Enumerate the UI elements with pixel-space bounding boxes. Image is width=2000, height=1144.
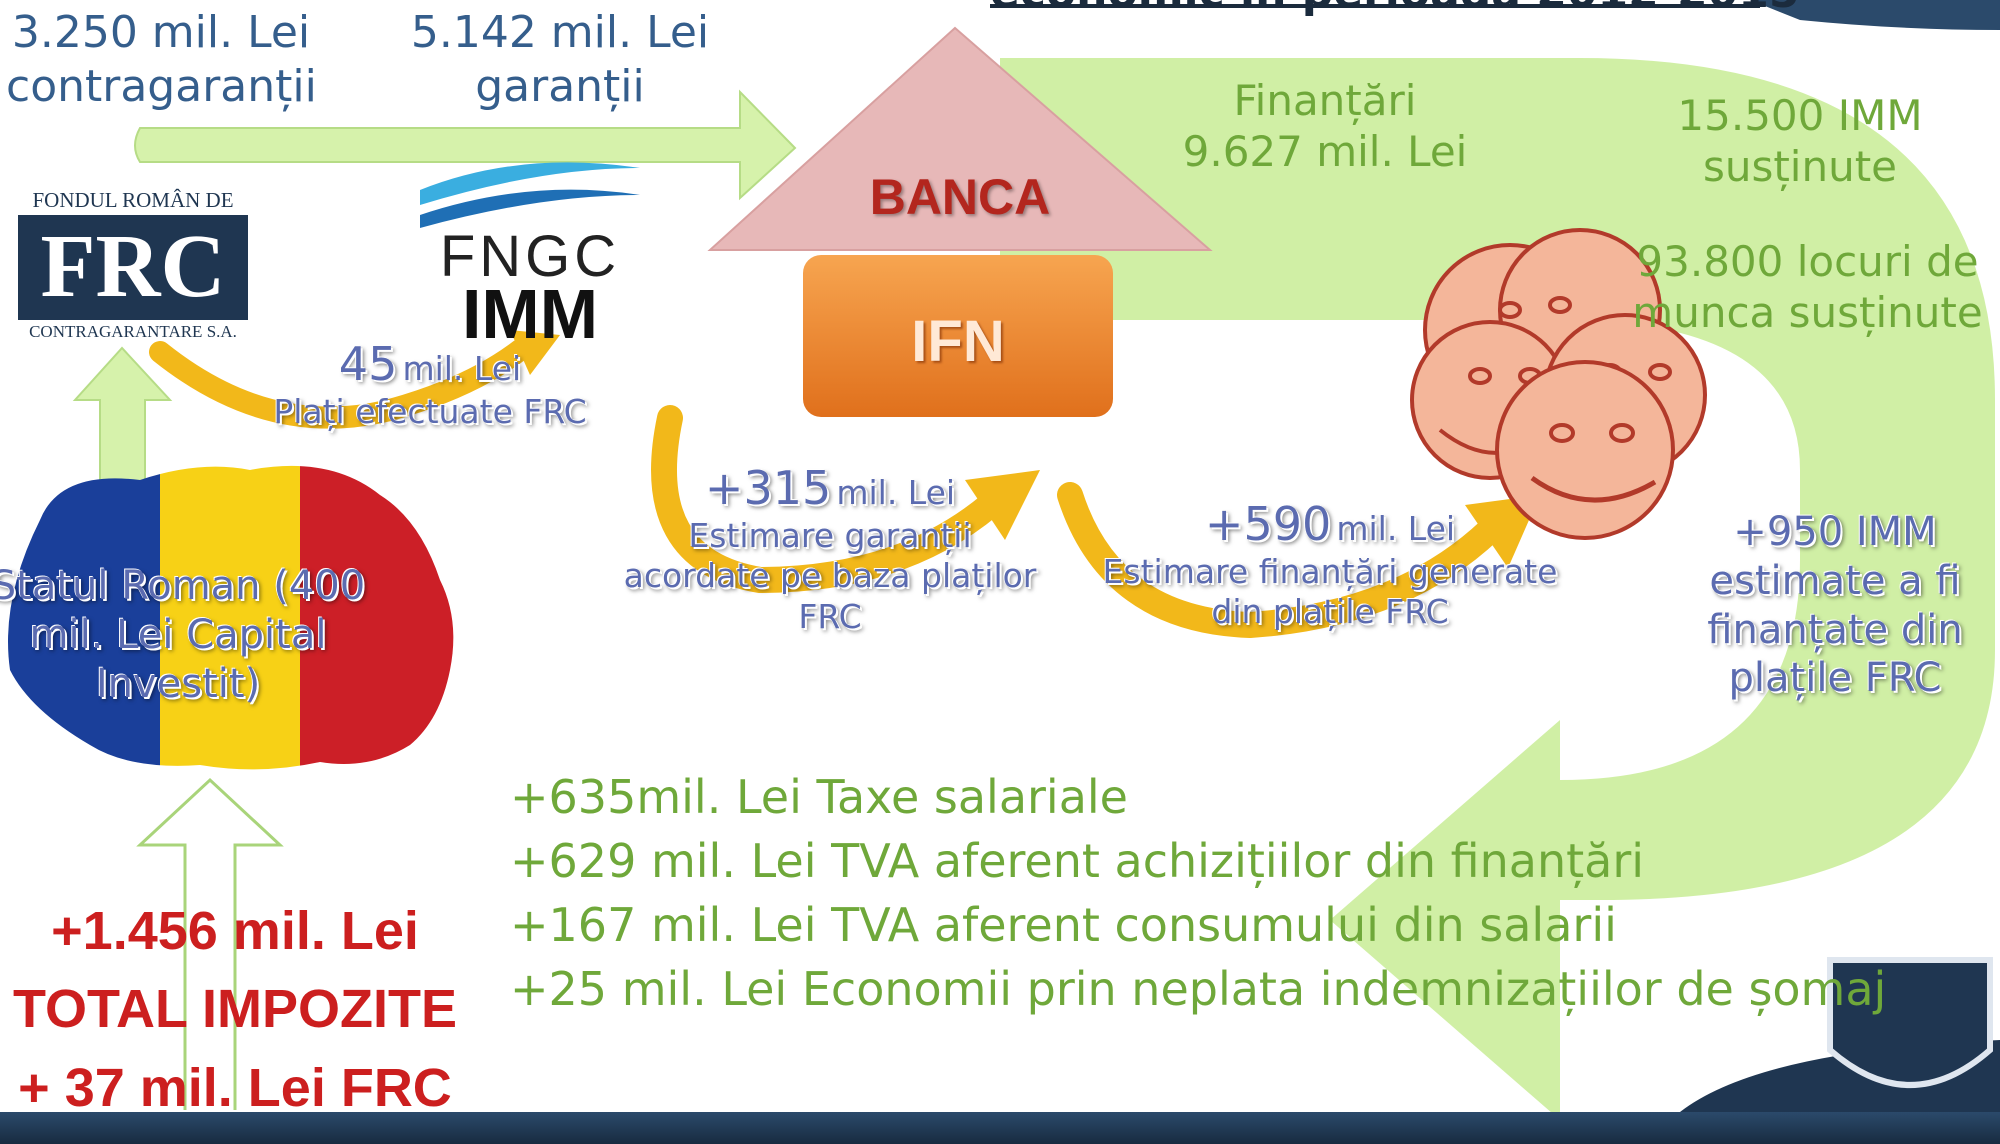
- state-line1: Statul Roman (400: [0, 563, 366, 609]
- guarantees-estimate-line2: acordate pe baza plaților: [623, 556, 1037, 596]
- ifn-label: IFN: [911, 309, 1005, 374]
- smiley-face: [1495, 360, 1675, 540]
- imm-estimate-text: +950 IMM estimate a fi finanțate din pla…: [1680, 508, 1990, 703]
- smiley-faces: [1410, 228, 1707, 540]
- contragarantii-text: contragaranții: [6, 60, 317, 112]
- frc-logo-box: [18, 215, 248, 320]
- guarantees-estimate-line1: Estimare garanții: [688, 516, 972, 556]
- financing-estimate-line1: Estimare finanțări generate: [1102, 552, 1558, 592]
- tax-line: +629 mil. Lei TVA aferent achizițiilor d…: [510, 834, 1645, 888]
- frc-logo-mark: FRC: [40, 217, 226, 316]
- guarantees-estimate-unit: mil. Lei: [836, 473, 956, 512]
- shield-emblem: [1827, 957, 1993, 1088]
- header-title: economic în perioada 2012-2015: [990, 0, 1800, 20]
- contragarantii-label: 3.250 mil. Lei contragaranții: [6, 6, 317, 113]
- gold-arrow-to-bank: [651, 405, 1040, 594]
- fngc-logo-line2: IMM: [461, 275, 599, 353]
- frc-payments-label: Plați efectuate FRC: [273, 392, 587, 432]
- financing-estimate-unit: mil. Lei: [1336, 509, 1456, 548]
- fngc-logo-line1: FNGC: [439, 224, 621, 289]
- total-taxes: +1.456 mil. Lei TOTAL IMPOZITE + 37 mil.…: [0, 892, 470, 1127]
- tax-line: +635mil. Lei Taxe salariale: [510, 770, 1128, 824]
- imm-supported-text: 15.500 IMM susținute: [1640, 90, 1960, 192]
- frc-logo-bottom: CONTRAGARANTARE S.A.: [29, 322, 237, 341]
- imm-supported-line2: susținute: [1702, 142, 1898, 192]
- romania-map: [8, 465, 454, 770]
- banca-label: BANCA: [869, 169, 1051, 225]
- imm-estimate-line1: +950 IMM: [1733, 509, 1937, 555]
- imm-estimate-line2: estimate a fi: [1709, 557, 1961, 604]
- financing-amount: 9.627 mil. Lei: [1182, 127, 1468, 177]
- imm-estimate-line3: finanțate din: [1707, 606, 1963, 653]
- total-line3: + 37 mil. Lei FRC: [18, 1057, 452, 1118]
- imm-estimate-line4: plațile FRC: [1728, 655, 1942, 702]
- frc-payments-unit: mil. Lei: [402, 349, 522, 388]
- top-green-arrow: [134, 89, 797, 201]
- green-loop-arrow: [1000, 58, 1995, 1120]
- bank-roof: [707, 26, 1213, 251]
- tax-line: +25 mil. Lei Economii prin neplata indem…: [510, 962, 1887, 1016]
- gold-arrow-frc-to-fngc: [149, 330, 560, 429]
- financing-estimate-text: +590 mil. Lei Estimare finanțări generat…: [1090, 496, 1570, 633]
- ifn-box: [803, 255, 1113, 417]
- guarantees-estimate-line3: FRC: [798, 596, 862, 636]
- total-line2: TOTAL IMPOZITE: [13, 979, 457, 1040]
- header-band: [1750, 0, 2000, 30]
- garantii-text: garanții: [475, 60, 645, 112]
- financing-text: Finanțări 9.627 mil. Lei: [1150, 75, 1500, 177]
- frc-payments-text: 45 mil. Lei Plați efectuate FRC: [250, 336, 610, 432]
- state-line2: mil. Lei Capital: [29, 611, 327, 658]
- jobs-supported-line1: 93.800 locuri de: [1636, 237, 1979, 286]
- financing-estimate-amount: +590: [1204, 497, 1332, 551]
- hollow-up-arrow: [136, 777, 284, 1110]
- state-line3: Investit): [95, 660, 261, 707]
- frc-logo-top: FONDUL ROMÂN DE: [32, 188, 234, 212]
- total-line1: +1.456 mil. Lei: [51, 901, 419, 961]
- guarantees-estimate-text: +315 mil. Lei Estimare garanții acordate…: [590, 460, 1070, 637]
- state-text: Statul Roman (400 mil. Lei Capital Inves…: [0, 562, 378, 708]
- garantii-label: 5.142 mil. Lei garanții: [405, 6, 715, 113]
- garantii-amount: 5.142 mil. Lei: [410, 7, 710, 58]
- guarantees-estimate-amount: +315: [704, 461, 832, 515]
- financing-estimate-line2: din plațile FRC: [1211, 592, 1449, 632]
- financing-label: Finanțări: [1233, 76, 1417, 125]
- jobs-supported-line2: munca susținute: [1632, 288, 1983, 338]
- imm-supported-line1: 15.500 IMM: [1677, 91, 1923, 140]
- contragarantii-amount: 3.250 mil. Lei: [11, 7, 311, 58]
- tax-line: +167 mil. Lei TVA aferent consumului din…: [510, 898, 1617, 952]
- fngc-logo-swoosh: [420, 162, 640, 228]
- footer-bar: [0, 1112, 2000, 1144]
- jobs-supported-text: 93.800 locuri de munca susținute: [1625, 236, 1990, 338]
- frc-payments-amount: 45: [338, 337, 398, 391]
